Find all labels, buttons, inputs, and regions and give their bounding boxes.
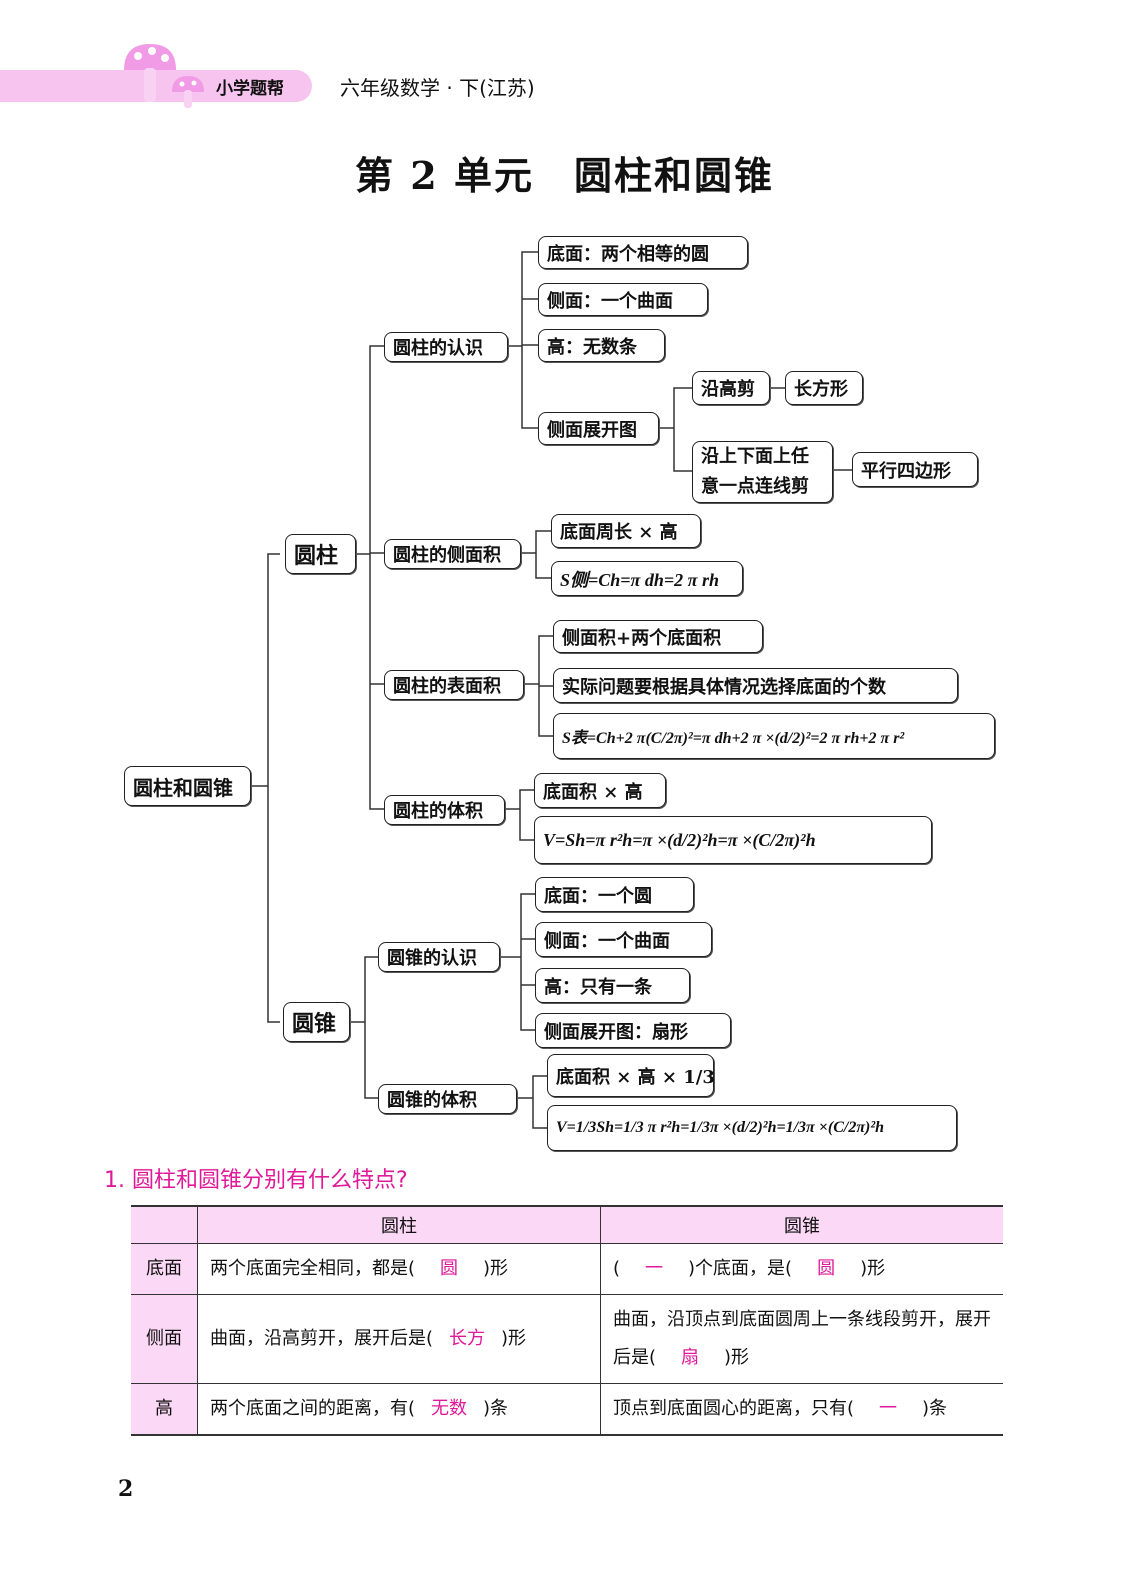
mushroom-logo-icon: [124, 44, 204, 108]
cell-text: )条: [922, 1398, 948, 1419]
cell-text: 曲面，沿顶点到底面圆周上一条线段剪开，展开后是(: [613, 1309, 991, 1368]
cell-text: 顶点到底面圆心的距离，只有(: [613, 1398, 855, 1419]
node-cone-know: 圆锥的认识: [378, 942, 500, 972]
node-cone-vol-words: 底面积 × 高 × 1/3: [547, 1054, 715, 1097]
node-root: 圆柱和圆锥: [124, 766, 251, 806]
node-cut-height: 沿高剪: [692, 371, 770, 405]
node-surf-words: 侧面积+两个底面积: [553, 620, 763, 653]
cell-text: )形: [860, 1258, 886, 1279]
node-cylinder: 圆柱: [285, 534, 356, 574]
brand-name: 小学题帮: [216, 79, 284, 99]
row-label: 底面: [131, 1243, 198, 1295]
node-cone-base: 底面：一个圆: [535, 877, 694, 912]
node-cut-any: 沿上下面上任意一点连线剪: [692, 441, 833, 503]
table-row: 高 两个底面之间的距离，有( 无数 )条 顶点到底面圆心的距离，只有( 一 )条: [131, 1383, 1003, 1436]
table-row: 底面 两个底面完全相同，都是( 圆 )形 ( 一 )个底面，是( 圆 )形: [131, 1243, 1003, 1295]
row-label: 侧面: [131, 1294, 198, 1384]
table-cell: 曲面，沿顶点到底面圆周上一条线段剪开，展开后是(扇 )形: [600, 1294, 1003, 1384]
unit-title: 第 2 单元 圆柱和圆锥: [355, 153, 774, 198]
answer: 圆: [817, 1258, 836, 1279]
node-cone-side: 侧面：一个曲面: [535, 922, 712, 957]
comparison-table: 圆柱 圆锥 底面 两个底面完全相同，都是( 圆 )形 ( 一 )个底面，是( 圆 )形 侧面…: [131, 1205, 1003, 1436]
node-vol-words: 底面积 × 高: [534, 773, 666, 808]
answer: 一: [879, 1398, 898, 1419]
node-cyl-side: 圆柱的侧面积: [384, 539, 521, 569]
table-header: 圆柱: [197, 1205, 601, 1244]
cell-text: )形: [724, 1347, 750, 1368]
node-cone-vol: 圆锥的体积: [378, 1084, 517, 1114]
node-surf-formula: S表=Ch+2 π(C/2π)²=π dh+2 π ×(d/2)²=2 π rh…: [553, 713, 995, 759]
table-header-row: 圆柱 圆锥: [131, 1205, 1003, 1244]
row-label: 高: [131, 1383, 198, 1436]
cell-text: 两个底面之间的距离，有(: [210, 1398, 416, 1419]
answer: 圆: [440, 1258, 459, 1279]
answer: 一: [645, 1258, 664, 1279]
node-height: 高：无数条: [538, 329, 665, 362]
node-side: 侧面：一个曲面: [538, 283, 708, 316]
node-unfold: 侧面展开图: [538, 412, 659, 445]
node-base: 底面：两个相等的圆: [538, 236, 748, 269]
node-cone-vol-formula: V=1/3Sh=1/3 π r²h=1/3π ×(d/2)²h=1/3π ×(C…: [547, 1105, 957, 1151]
node-vol-formula: V=Sh=π r²h=π ×(d/2)²h=π ×(C/2π)²h: [534, 816, 932, 864]
cell-text: (: [613, 1258, 621, 1279]
node-cone: 圆锥: [283, 1002, 350, 1042]
node-cyl-know: 圆柱的认识: [384, 332, 508, 362]
table-header: [131, 1205, 198, 1244]
node-side-formula: S侧=Ch=π dh=2 π rh: [551, 561, 743, 596]
node-cone-unfold: 侧面展开图：扇形: [535, 1013, 731, 1048]
table-cell: 曲面，沿高剪开，展开后是( 长方 )形: [197, 1294, 601, 1384]
table-row: 侧面 曲面，沿高剪开，展开后是( 长方 )形 曲面，沿顶点到底面圆周上一条线段剪开，…: [131, 1294, 1003, 1384]
cell-text: )形: [483, 1258, 509, 1279]
cell-text: )形: [501, 1328, 527, 1349]
node-cyl-surf: 圆柱的表面积: [384, 670, 524, 700]
answer: 无数: [431, 1398, 468, 1419]
cell-text: )个底面，是(: [688, 1258, 793, 1279]
table-cell: 两个底面之间的距离，有( 无数 )条: [197, 1383, 601, 1436]
node-cyl-vol: 圆柱的体积: [384, 795, 505, 825]
node-parallelogram: 平行四边形: [852, 452, 978, 487]
node-side-words: 底面周长 × 高: [551, 514, 701, 548]
answer: 扇: [681, 1347, 700, 1368]
question-1: 1. 圆柱和圆锥分别有什么特点?: [104, 1168, 408, 1193]
table-cell: ( 一 )个底面，是( 圆 )形: [600, 1243, 1003, 1295]
cell-text: 曲面，沿高剪开，展开后是(: [210, 1328, 434, 1349]
table-cell: 两个底面完全相同，都是( 圆 )形: [197, 1243, 601, 1295]
page-number: 2: [118, 1476, 134, 1502]
node-cone-height: 高：只有一条: [535, 968, 690, 1003]
node-surf-note: 实际问题要根据具体情况选择底面的个数: [553, 668, 958, 703]
table-cell: 顶点到底面圆心的距离，只有( 一 )条: [600, 1383, 1003, 1436]
cell-text: 两个底面完全相同，都是(: [210, 1258, 416, 1279]
node-rectangle: 长方形: [785, 371, 863, 405]
table-header: 圆锥: [600, 1205, 1003, 1244]
book-title: 六年级数学 · 下(江苏): [340, 76, 535, 100]
cell-text: )条: [483, 1398, 509, 1419]
answer: 长方: [449, 1328, 486, 1349]
